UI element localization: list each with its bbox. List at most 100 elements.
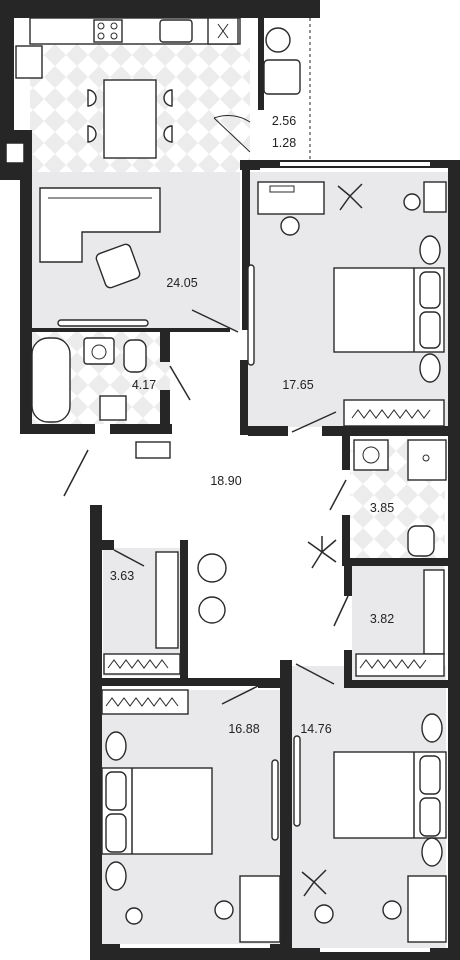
sink-bowl — [91, 344, 107, 360]
balcony-door — [213, 114, 251, 153]
loggia-divider — [258, 18, 264, 110]
nightstand — [421, 837, 443, 867]
sink-2 — [135, 441, 171, 459]
closet-hangers — [351, 409, 431, 419]
wall — [248, 426, 288, 436]
desk-chair — [214, 900, 234, 920]
sink-bowl — [362, 446, 380, 464]
closet-hangers — [359, 659, 427, 669]
wall — [342, 558, 448, 566]
door-swing — [63, 449, 89, 497]
shower — [407, 439, 447, 481]
mirror — [271, 759, 279, 841]
burner — [97, 22, 105, 30]
room-area-label: 4.17 — [132, 378, 156, 392]
wall — [342, 515, 350, 563]
armchair — [95, 243, 141, 289]
kitchen-sink — [159, 19, 193, 43]
chair — [403, 193, 421, 211]
shelf — [155, 551, 179, 649]
room-area-label: 1.28 — [272, 136, 296, 150]
desk — [257, 181, 325, 215]
window — [320, 948, 430, 952]
dining-table — [103, 79, 157, 159]
chair — [87, 89, 97, 107]
closet — [343, 399, 445, 427]
closet-hangers — [107, 659, 169, 669]
toilet — [407, 525, 435, 557]
burner — [97, 32, 105, 40]
stove — [93, 19, 123, 43]
wall — [322, 426, 448, 436]
kitchen-counter — [29, 17, 241, 45]
wall — [20, 180, 32, 432]
nightstand — [105, 731, 127, 761]
pillow — [419, 311, 441, 349]
bedroom-2 — [101, 685, 281, 943]
wall — [160, 390, 170, 434]
room-area-label: 16.88 — [228, 722, 259, 736]
door-swing — [221, 685, 259, 705]
kitchen — [15, 17, 251, 159]
wall — [344, 566, 352, 596]
pillar — [5, 142, 25, 164]
room-area-label: 3.85 — [370, 501, 394, 515]
room-area-label: 14.76 — [300, 722, 331, 736]
door-swing — [113, 549, 145, 567]
door-swing — [191, 309, 239, 333]
sofa — [39, 187, 161, 263]
wall — [180, 540, 188, 680]
room-labels: 2.56 1.28 24.05 17.65 4.17 18.90 3.85 3.… — [110, 114, 394, 736]
wall — [30, 328, 230, 332]
burner — [110, 32, 118, 40]
wall — [344, 680, 448, 688]
plant — [307, 536, 337, 569]
desk-chair — [382, 900, 402, 920]
closet — [103, 653, 181, 675]
storage-1 — [103, 549, 181, 675]
wall — [310, 0, 320, 18]
wall — [160, 332, 170, 362]
burner — [110, 22, 118, 30]
bedroom-1 — [247, 181, 447, 433]
wall — [344, 650, 352, 686]
door-swing — [291, 411, 337, 433]
room-area-label: 24.05 — [166, 276, 197, 290]
room-area-label: 3.63 — [110, 569, 134, 583]
door-swing — [333, 595, 349, 627]
bathroom-2 — [329, 439, 447, 557]
wall — [90, 505, 102, 950]
wall — [342, 430, 350, 470]
fridge-mark — [217, 23, 229, 39]
nightstand — [421, 713, 443, 743]
wall — [448, 160, 460, 960]
wall — [240, 360, 248, 435]
pillow — [105, 771, 127, 811]
closet-hangers — [105, 697, 179, 707]
mirror — [247, 264, 255, 366]
window — [120, 944, 270, 948]
pillow — [419, 797, 441, 837]
bathtub — [31, 337, 71, 423]
ottoman — [197, 553, 227, 583]
chair — [314, 904, 334, 924]
mirror — [293, 735, 301, 827]
wall — [280, 660, 292, 950]
living — [39, 187, 239, 333]
laptop — [269, 185, 295, 193]
hall — [197, 536, 337, 624]
chair — [125, 907, 143, 925]
nightstand — [419, 353, 441, 383]
toilet — [123, 339, 147, 373]
room-area-label: 18.90 — [210, 474, 241, 488]
window — [280, 162, 430, 166]
wardrobe-top — [423, 181, 447, 213]
armchair — [263, 59, 301, 95]
wall — [0, 0, 14, 180]
wall — [110, 424, 172, 434]
wall — [100, 678, 260, 686]
sink — [353, 439, 389, 471]
bedroom-3 — [293, 663, 447, 943]
chair — [163, 89, 173, 107]
